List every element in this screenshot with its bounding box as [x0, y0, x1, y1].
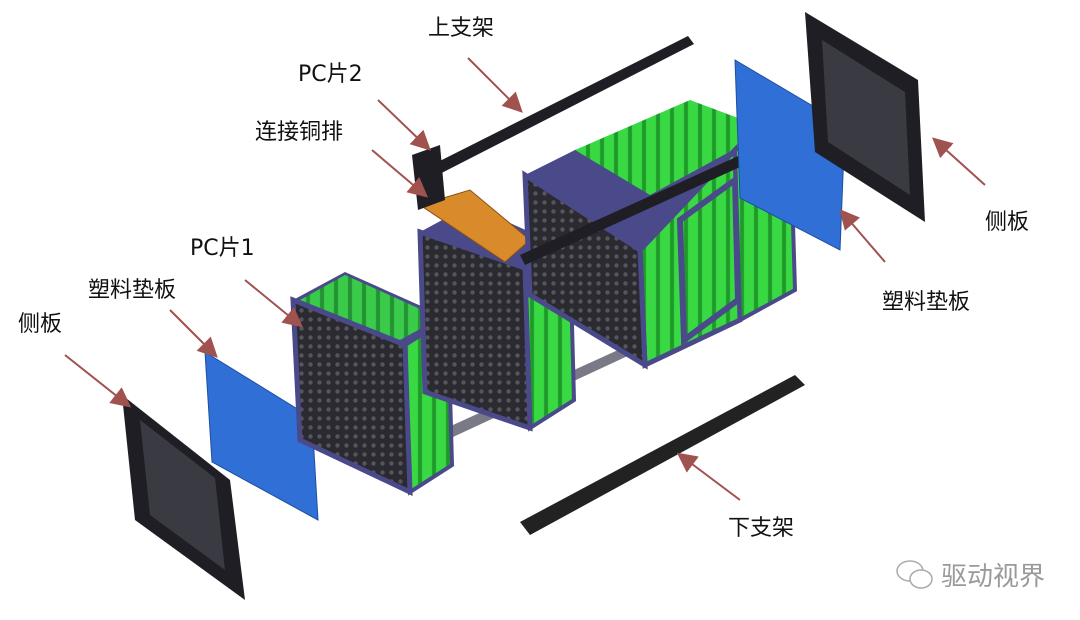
- arrows: [64, 57, 986, 501]
- side-plate-left: [122, 395, 245, 600]
- lower-bracket: [520, 375, 805, 535]
- wechat-icon: [896, 559, 933, 589]
- watermark: 驱动视界: [895, 556, 1045, 593]
- label-plastic-pad-left: 塑料垫板: [88, 278, 177, 303]
- arrow-lower-bracket: [676, 452, 741, 501]
- arrow-plastic-pad-left: [169, 309, 218, 358]
- label-upper-bracket: 上支架: [428, 16, 495, 41]
- watermark-text: 驱动视界: [941, 562, 1046, 592]
- label-lower-bracket: 下支架: [728, 516, 795, 541]
- arrow-copper-busbar: [371, 149, 429, 198]
- arrow-plastic-pad-right: [839, 208, 886, 263]
- label-side-plate-left: 侧板: [18, 312, 63, 337]
- label-copper-busbar: 连接铜排: [255, 120, 344, 145]
- label-pc-sheet-2: PC片2: [298, 62, 363, 87]
- through-bar: [520, 128, 808, 265]
- label-plastic-pad-right: 塑料垫板: [882, 290, 971, 315]
- arrow-side-plate-left: [64, 354, 132, 408]
- arrow-side-plate-right: [932, 137, 986, 186]
- label-pc-sheet-1: PC片1: [190, 236, 255, 261]
- label-side-plate-right: 侧板: [985, 210, 1030, 235]
- arrow-pc-sheet-2: [377, 99, 431, 151]
- side-plate-right: [805, 12, 925, 222]
- plastic-pad-right: [734, 59, 846, 251]
- plastic-pad-left: [204, 351, 319, 521]
- arrow-upper-bracket: [467, 57, 523, 113]
- arrow-pc-sheet-1: [244, 279, 304, 328]
- battery-module-1: [290, 272, 455, 497]
